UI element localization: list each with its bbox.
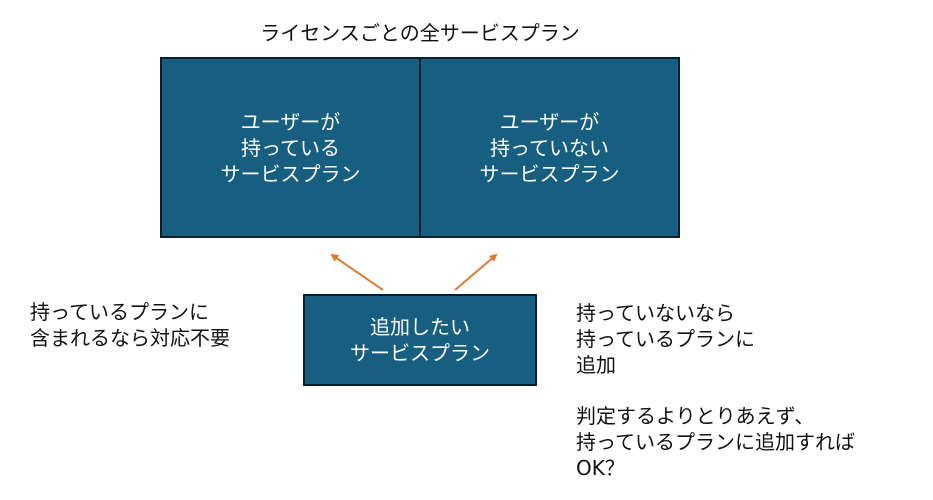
- owned-service-plans-box: ユーザーが 持っている サービスプラン: [160, 57, 421, 238]
- note-right-2-line-1: 判定するよりとりあえず、: [576, 404, 815, 428]
- note-just-add: 判定するよりとりあえず、 持っているプランに追加すれば OK？: [576, 403, 855, 481]
- diagram-title: ライセンスごとの全サービスプラン: [260, 21, 580, 45]
- owned-plans-line-1: ユーザーが: [240, 109, 341, 134]
- not-owned-plans-line-3: サービスプラン: [479, 161, 620, 186]
- note-left-line-2: 含まれるなら対応不要: [30, 326, 230, 350]
- note-right-2-line-3: OK？: [576, 456, 625, 480]
- note-already-included: 持っているプランに 含まれるなら対応不要: [30, 299, 230, 351]
- not-owned-service-plans-box: ユーザーが 持っていない サービスプラン: [419, 57, 680, 238]
- owned-plans-line-3: サービスプラン: [220, 161, 361, 186]
- service-plan-to-add-box: 追加したい サービスプラン: [303, 294, 537, 386]
- arrow-to-not-owned-plans: [454, 253, 498, 291]
- note-right-1-line-1: 持っていないなら: [576, 301, 735, 325]
- not-owned-plans-line-2: 持っていない: [490, 135, 609, 160]
- note-right-2-line-2: 持っているプランに追加すれば: [576, 430, 855, 454]
- not-owned-plans-line-1: ユーザーが: [499, 109, 600, 134]
- plan-to-add-line-2: サービスプラン: [350, 341, 490, 365]
- note-left-line-1: 持っているプランに: [30, 300, 209, 324]
- note-right-1-line-3: 追加: [576, 353, 616, 377]
- note-right-1-line-2: 持っているプランに: [576, 327, 755, 351]
- owned-plans-line-2: 持っている: [241, 135, 340, 160]
- arrow-to-owned-plans: [330, 253, 384, 291]
- plan-to-add-line-1: 追加したい: [370, 315, 470, 339]
- note-add-if-missing: 持っていないなら 持っているプランに 追加: [576, 300, 755, 378]
